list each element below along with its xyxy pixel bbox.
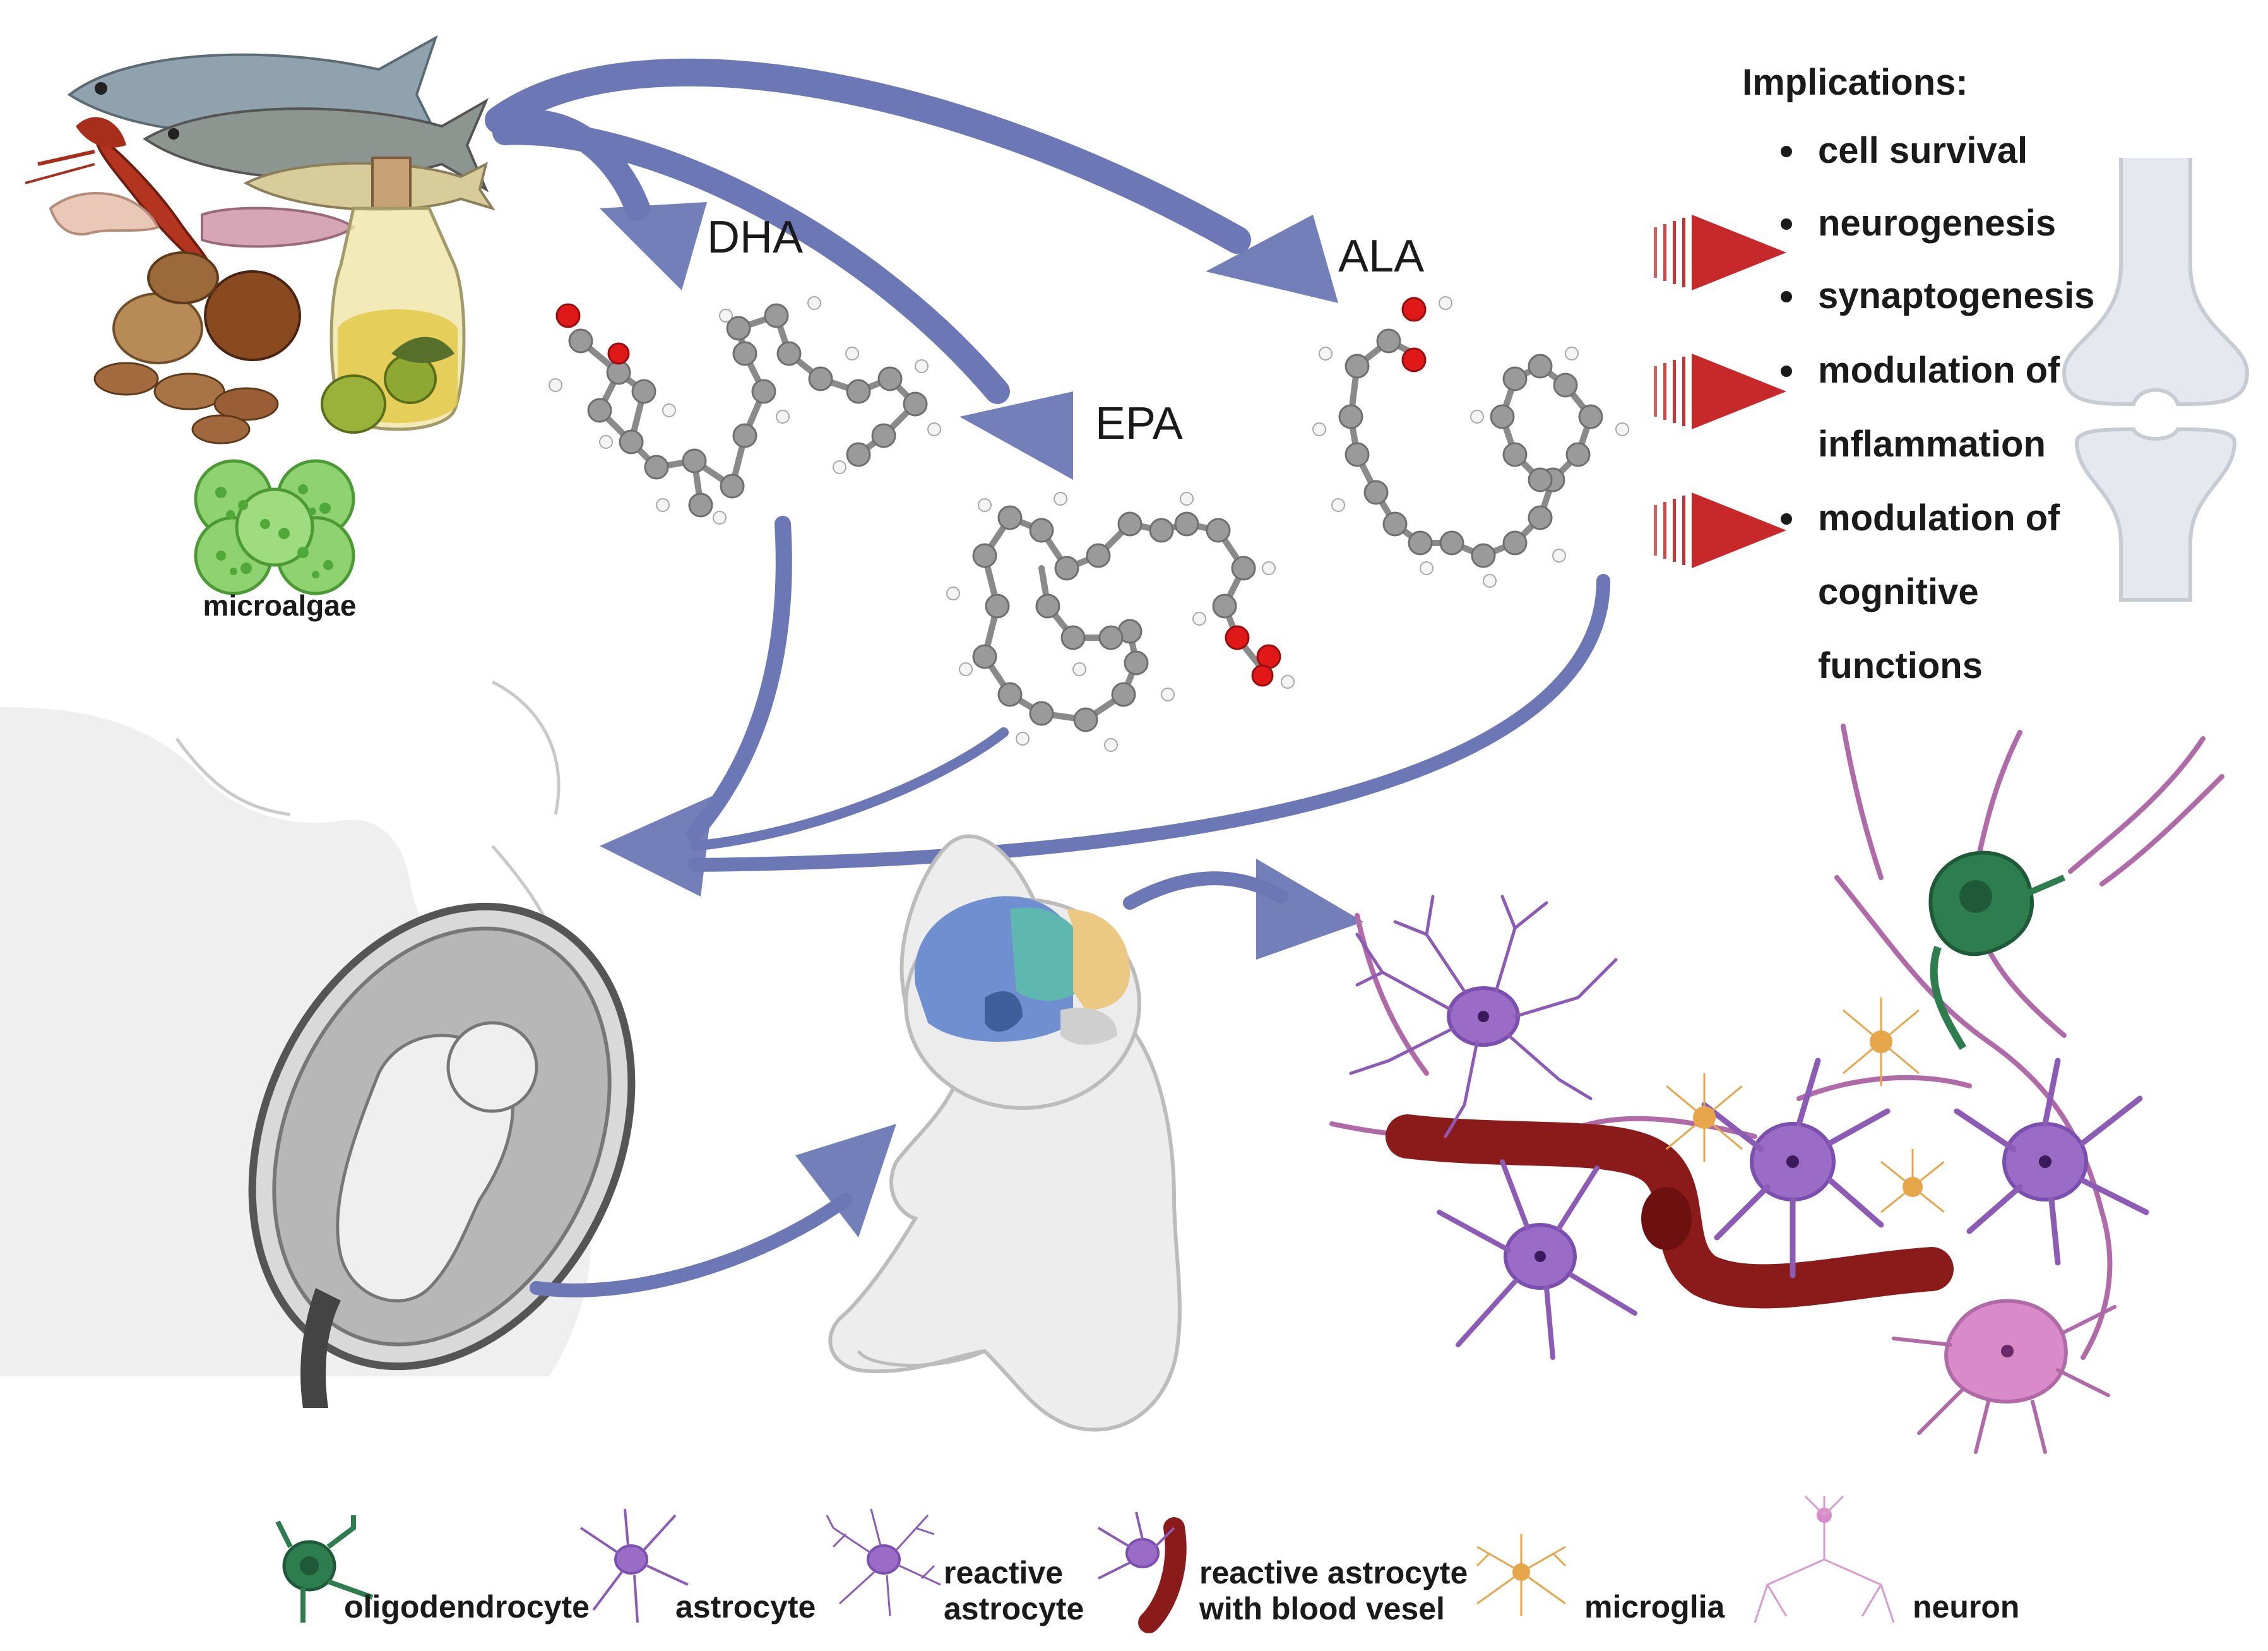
implication-item: inflammation xyxy=(1818,424,2046,465)
bullet-icon xyxy=(1781,366,1792,377)
dha-label: DHA xyxy=(707,212,803,263)
microglia-cell-icon xyxy=(1666,1073,1743,1162)
implication-item: modulation of xyxy=(1818,350,2060,391)
red-arrow-icon xyxy=(1654,492,1786,568)
pregnant-mother-illustration xyxy=(0,680,636,1408)
legend-reactive-astrocyte-label-line1: reactive xyxy=(944,1555,1063,1590)
blood-vessel-icon xyxy=(1386,1114,1954,1309)
microalgae-icon xyxy=(194,459,355,595)
legend-reactive-astrocyte-label-line2: astrocyte xyxy=(944,1591,1084,1626)
implications-list: cell survival neurogenesis synaptogenesi… xyxy=(1781,130,2094,686)
red-arrow-icon xyxy=(1654,354,1786,429)
legend-reactive-astrocyte-vessel-icon xyxy=(1097,1511,1187,1633)
astrocyte-cell-icon xyxy=(1701,1058,1891,1278)
squid-icon xyxy=(201,206,356,248)
olives-icon xyxy=(321,337,454,434)
epa-molecule xyxy=(946,492,1295,752)
shrimp-icon xyxy=(49,192,160,235)
legend-astrocyte-icon xyxy=(579,1508,689,1623)
legend-reactive-astrocyte-icon xyxy=(826,1508,941,1617)
legend-microglia-label: microglia xyxy=(1584,1589,1725,1624)
food-sources-illustration xyxy=(25,35,496,444)
legend-reactive-vessel-label-line1: reactive astrocyte xyxy=(1199,1555,1468,1590)
microglia-cell-icon xyxy=(1843,998,1920,1086)
implication-item: modulation of xyxy=(1818,498,2060,539)
microalgae-label: microalgae xyxy=(203,589,357,622)
oligodendrocyte-cell-icon xyxy=(1928,850,2065,1051)
source-to-molecules-arrows xyxy=(485,58,1338,480)
implication-item: neurogenesis xyxy=(1818,203,2056,244)
ala-label: ALA xyxy=(1338,231,1424,282)
neuron-cell-icon xyxy=(1892,1299,2117,1454)
neural-network-illustration xyxy=(1329,724,2224,1454)
nuts-icon xyxy=(93,251,301,444)
implication-item: functions xyxy=(1818,645,1983,686)
implication-item: synaptogenesis xyxy=(1818,275,2094,316)
ala-molecule xyxy=(1312,296,1629,588)
bullet-icon xyxy=(1781,218,1792,230)
astrocyte-cell-icon xyxy=(1437,1159,1637,1360)
legend-neuron-icon xyxy=(1754,1495,1895,1623)
fetus-to-neurons-arrow xyxy=(1123,859,1363,960)
reactive-astrocyte-cell-icon xyxy=(1349,895,1618,1138)
bullet-icon xyxy=(1781,291,1792,302)
bullet-icon xyxy=(1781,146,1792,157)
microglia-cell-icon xyxy=(1880,1149,1945,1213)
bullet-icon xyxy=(1781,513,1792,525)
mother-to-fetus-arrow xyxy=(530,1124,896,1297)
implication-arrows xyxy=(1654,215,1786,568)
fetus-with-brain-illustration xyxy=(828,834,1182,1432)
legend-astrocyte-label: astrocyte xyxy=(675,1589,816,1624)
legend-oligodendrocyte-icon xyxy=(275,1515,374,1623)
epa-label: EPA xyxy=(1095,398,1183,449)
dha-molecule xyxy=(549,296,941,525)
synapse-icon xyxy=(2062,158,2250,602)
legend-neuron-label: neuron xyxy=(1913,1589,2019,1624)
implications-title: Implications: xyxy=(1742,62,1968,103)
astrocyte-cell-icon xyxy=(1954,1058,2149,1266)
fish-icon xyxy=(243,162,496,212)
implication-item: cell survival xyxy=(1818,130,2028,171)
implication-item: cognitive xyxy=(1818,571,1979,612)
legend: oligodendrocyte astrocyte reactive astro… xyxy=(275,1495,2019,1633)
red-arrow-icon xyxy=(1654,215,1786,290)
legend-oligodendrocyte-label: oligodendrocyte xyxy=(344,1589,590,1624)
brain-icon xyxy=(914,896,1130,1045)
legend-microglia-icon xyxy=(1476,1534,1567,1616)
legend-reactive-vessel-label-line2: with blood vesel xyxy=(1199,1591,1445,1626)
